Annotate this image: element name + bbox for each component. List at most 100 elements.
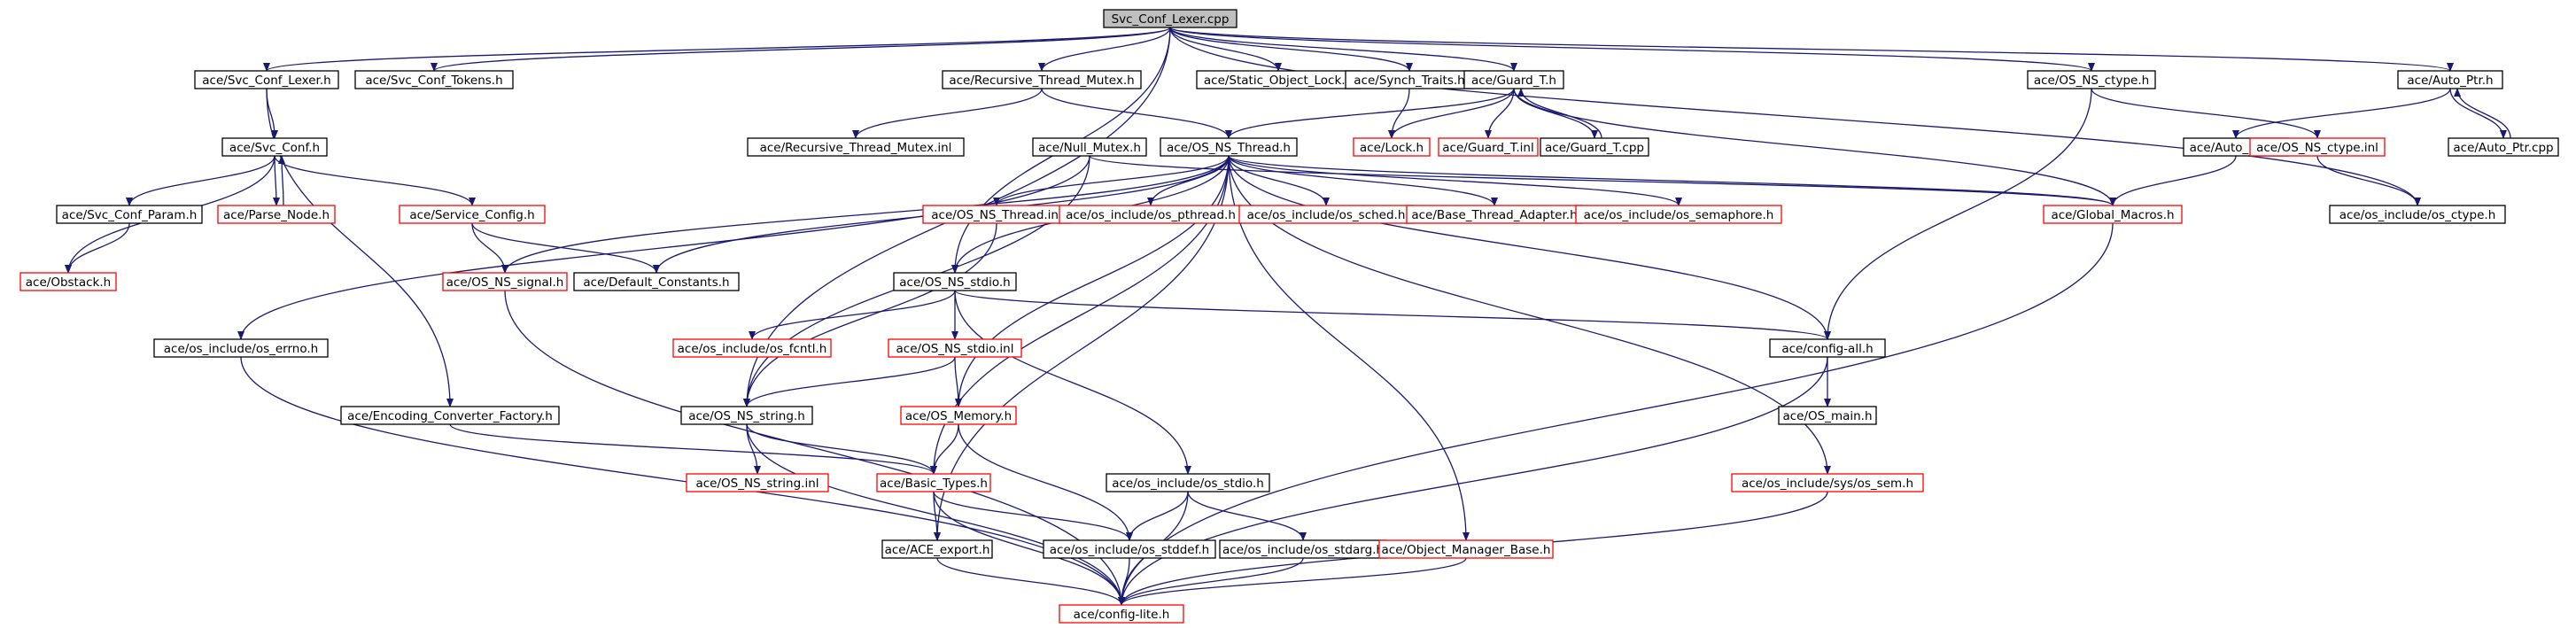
- node-ace-default-constants-h[interactable]: ace/Default_Constants.h: [573, 272, 740, 291]
- edge-os_ns_thread_h-to-os_ns_thread_inl: [993, 155, 1230, 206]
- node-ace-base-thread-adapter-h[interactable]: ace/Base_Thread_Adapter.h: [1406, 205, 1583, 224]
- node-ace-os-include-os-errno-h[interactable]: ace/os_include/os_errno.h: [153, 338, 329, 358]
- node-ace-obstack-h[interactable]: ace/Obstack.h: [19, 272, 117, 291]
- edge-guard_t_cpp-to-guard_t_h: [1517, 88, 1602, 139]
- node-ace-encoding-converter-factory-h[interactable]: ace/Encoding_Converter_Factory.h: [340, 406, 560, 425]
- node-box: [340, 406, 560, 425]
- edge-os_ns_thread_h-to-global_macros: [1228, 155, 2116, 206]
- node-ace-guard-t-inl[interactable]: ace/Guard_T.inl: [1438, 137, 1539, 157]
- node-box: [1032, 137, 1147, 157]
- node-box: [686, 473, 829, 492]
- node-ace-os-include-os-semaphore-h[interactable]: ace/os_include/os_semaphore.h: [1575, 205, 1782, 224]
- edge-os_ns_string_h-to-config_lite: [746, 423, 1125, 606]
- edge-basic_types-to-config_lite: [933, 491, 1125, 606]
- node-ace-recursive-thread-mutex-h[interactable]: ace/Recursive_Thread_Mutex.h: [942, 70, 1142, 89]
- node-box: [2448, 137, 2559, 157]
- node-ace-svc-conf-tokens-h[interactable]: ace/Svc_Conf_Tokens.h: [354, 70, 514, 89]
- edge-root-to-os_ctype: [1169, 27, 2421, 206]
- edge-os_include_stdio-to-os_stddef: [1126, 491, 1189, 541]
- node-ace-auto-ptr-h[interactable]: ace/Auto_Ptr.h: [2397, 70, 2503, 89]
- node-ace-os-include-sys-os-sem-h[interactable]: ace/os_include/sys/os_sem.h: [1731, 473, 1924, 492]
- node-ace-static-object-lock-h[interactable]: ace/Static_Object_Lock.h: [1196, 70, 1361, 89]
- node-label: ace/OS_NS_stdio.inl: [896, 342, 1014, 356]
- node-ace-os-include-os-stdio-h[interactable]: ace/os_include/os_stdio.h: [1106, 473, 1270, 492]
- node-ace-config-all-h[interactable]: ace/config-all.h: [1769, 338, 1886, 358]
- node-ace-os-ns-stdio-h[interactable]: ace/OS_NS_stdio.h: [893, 272, 1017, 291]
- edge-encoding_converter_factory-to-basic_types: [449, 423, 937, 475]
- node-ace-guard-t-h[interactable]: ace/Guard_T.h: [1463, 70, 1564, 89]
- node-box: [1353, 137, 1431, 157]
- node-ace-lock-h[interactable]: ace/Lock.h: [1353, 137, 1431, 157]
- node-box: [442, 272, 568, 291]
- edge-os_ns_ctype_h-to-os_ns_ctype_inl: [2091, 88, 2321, 139]
- edge-root-to-synch_traits: [1169, 27, 1413, 72]
- node-box: [1463, 70, 1564, 89]
- node-label: ace/OS_main.h: [1782, 409, 1872, 423]
- node-ace-os-include-os-fcntl-h[interactable]: ace/os_include/os_fcntl.h: [672, 338, 832, 358]
- node-label: ace/Auto_Ptr.cpp: [2453, 141, 2553, 155]
- edge-os_ns_thread_h-to-os_sys_sem: [1228, 155, 1831, 475]
- node-ace-os-main-h[interactable]: ace/OS_main.h: [1778, 406, 1877, 425]
- node-ace-os-memory-h[interactable]: ace/OS_Memory.h: [900, 406, 1017, 425]
- node-ace-os-ns-string-h[interactable]: ace/OS_NS_string.h: [680, 406, 813, 425]
- node-label: ace/os_include/os_stdio.h: [1112, 477, 1264, 491]
- node-label: ace/OS_NS_Thread.h: [1167, 141, 1291, 155]
- node-box: [194, 70, 339, 89]
- edge-os_ns_thread_h-to-config_all: [1228, 155, 1831, 340]
- node-ace-parse-node-h[interactable]: ace/Parse_Node.h: [217, 205, 336, 224]
- node-ace-os-ns-thread-inl[interactable]: ace/OS_NS_Thread.inl: [922, 205, 1071, 224]
- node-ace-recursive-thread-mutex-inl[interactable]: ace/Recursive_Thread_Mutex.inl: [747, 137, 965, 157]
- edge-os_ns_thread_inl-to-os_ns_string_h: [743, 222, 997, 407]
- node-box: [1575, 205, 1782, 224]
- edge-auto_ptr_h-to-auto_ptr_cpp: [2449, 88, 2507, 139]
- node-label: ace/os_include/os_sched.h: [1247, 208, 1406, 222]
- node-box: [1778, 406, 1877, 425]
- node-ace-config-lite-h[interactable]: ace/config-lite.h: [1059, 604, 1184, 624]
- edge-os_ns_thread_h-to-os_ns_signal: [501, 155, 1230, 274]
- node-ace-os-ns-signal-h[interactable]: ace/OS_NS_signal.h: [442, 272, 568, 291]
- node-label: ace/Guard_T.cpp: [1545, 141, 1644, 155]
- node-ace-os-include-os-pthread-h[interactable]: ace/os_include/os_pthread.h: [1059, 205, 1243, 224]
- node-ace-auto-ptr-cpp[interactable]: ace/Auto_Ptr.cpp: [2448, 137, 2559, 157]
- node-ace-global-macros-h[interactable]: ace/Global_Macros.h: [2043, 205, 2183, 224]
- node-ace-os-include-os-ctype-h[interactable]: ace/os_include/os_ctype.h: [2329, 205, 2506, 224]
- node-label: ace/os_include/sys/os_sem.h: [1742, 477, 1913, 491]
- node-ace-os-ns-thread-h[interactable]: ace/OS_NS_Thread.h: [1160, 137, 1298, 157]
- node-ace-os-include-os-stddef-h[interactable]: ace/os_include/os_stddef.h: [1043, 539, 1216, 559]
- node-label: ace/os_include/os_stdarg.h: [1222, 543, 1384, 557]
- edge-object_manager_base-to-config_lite: [1118, 557, 1467, 606]
- node-label: ace/Encoding_Converter_Factory.h: [347, 409, 553, 423]
- node-ace-os-include-os-stdarg-h[interactable]: ace/os_include/os_stdarg.h: [1219, 539, 1387, 559]
- node-ace-os-ns-ctype-h[interactable]: ace/OS_NS_ctype.h: [2027, 70, 2156, 89]
- node-ace-svc-conf-lexer-h[interactable]: ace/Svc_Conf_Lexer.h: [194, 70, 339, 89]
- node-ace-object-manager-base-h[interactable]: ace/Object_Manager_Base.h: [1378, 539, 1554, 559]
- edge-root-to-os_ns_ctype_h: [1169, 27, 2095, 72]
- edge-os_ns_thread_h-to-object_manager_base: [1228, 155, 1470, 541]
- node-box: [2397, 70, 2503, 89]
- node-ace-svc-conf-h[interactable]: ace/Svc_Conf.h: [221, 137, 328, 157]
- node-box: [881, 539, 993, 559]
- node-box: [1059, 604, 1184, 624]
- node-ace-null-mutex-h[interactable]: ace/Null_Mutex.h: [1032, 137, 1147, 157]
- edge-os_ns_ctype_inl-to-os_ctype: [2316, 155, 2421, 206]
- node-ace-guard-t-cpp[interactable]: ace/Guard_T.cpp: [1540, 137, 1649, 157]
- edge-os_ns_thread_h-to-basic_types: [930, 155, 1230, 475]
- node-svc-conf-lexer-cpp[interactable]: Svc_Conf_Lexer.cpp: [1103, 9, 1238, 28]
- edge-root-to-static_object_lock: [1169, 27, 1282, 72]
- node-ace-basic-types-h[interactable]: ace/Basic_Types.h: [876, 473, 991, 492]
- edge-null_mutex-to-os_errno: [237, 155, 1090, 340]
- node-ace-os-ns-ctype-inl[interactable]: ace/OS_NS_ctype.inl: [2249, 137, 2386, 157]
- node-box: [1106, 473, 1270, 492]
- edge-null_mutex-to-global_macros: [1089, 155, 2116, 206]
- edge-guard_t_h-to-os_ns_thread_h: [1225, 88, 1515, 139]
- node-box: [1438, 137, 1539, 157]
- node-ace-ace-export-h[interactable]: ace/ACE_export.h: [881, 539, 993, 559]
- node-ace-os-include-os-sched-h[interactable]: ace/os_include/os_sched.h: [1238, 205, 1414, 224]
- node-ace-svc-conf-param-h[interactable]: ace/Svc_Conf_Param.h: [56, 205, 203, 224]
- node-ace-service-config-h[interactable]: ace/Service_Config.h: [399, 205, 546, 224]
- node-ace-synch-traits-h[interactable]: ace/Synch_Traits.h: [1345, 70, 1474, 89]
- edge-os_ns_stdio_inl-to-os_memory: [954, 356, 962, 407]
- node-box: [2027, 70, 2156, 89]
- node-ace-os-ns-stdio-inl[interactable]: ace/OS_NS_stdio.inl: [888, 338, 1022, 358]
- node-ace-os-ns-string-inl[interactable]: ace/OS_NS_string.inl: [686, 473, 829, 492]
